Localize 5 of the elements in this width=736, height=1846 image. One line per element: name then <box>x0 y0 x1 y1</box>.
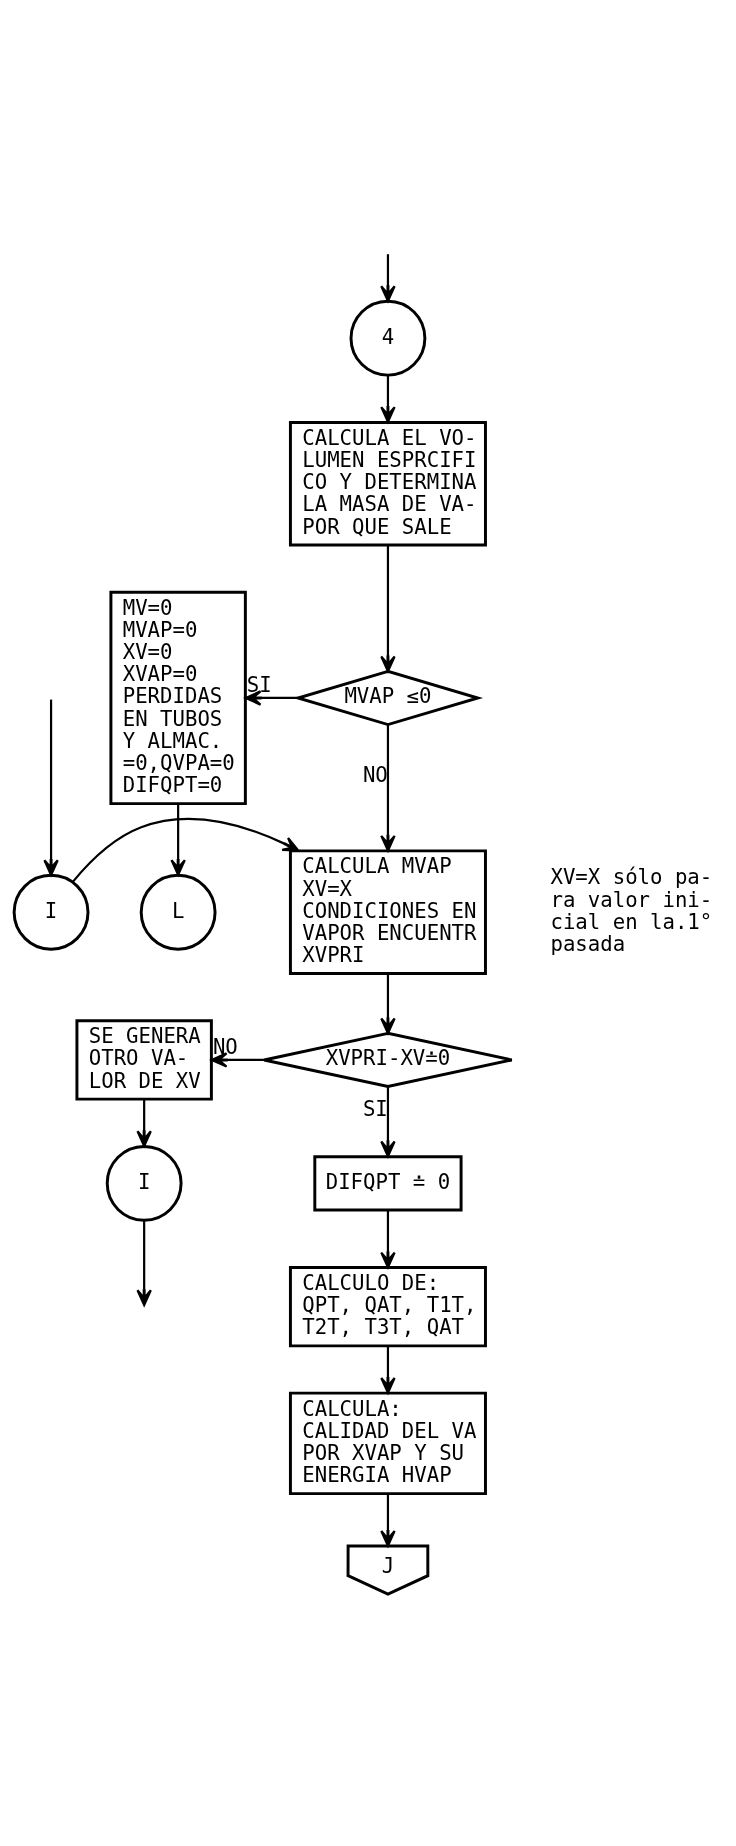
edge-label: SI <box>362 1096 388 1121</box>
edge-label: NO <box>362 762 388 787</box>
node-label: XV=X sólo pa- ra valor ini- cial en la.1° pasada <box>550 864 713 956</box>
edge-label: NO <box>212 1034 238 1059</box>
edge-label: SI <box>246 672 272 697</box>
